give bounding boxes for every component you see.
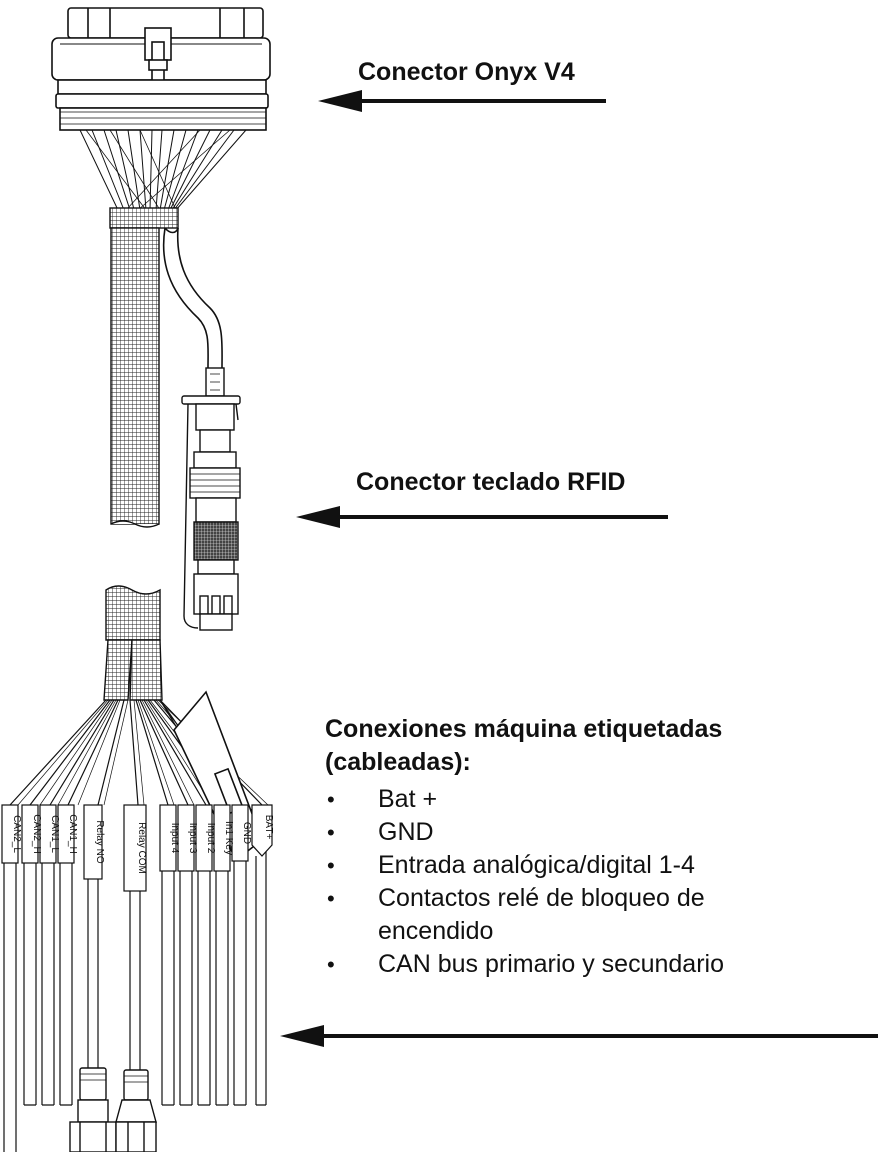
lower-braided-sleeve [103,585,163,701]
onyx-v4-connector-label: Conector Onyx V4 [358,58,575,86]
wire-label-gnd: GND [241,822,252,844]
rfid-keypad-connector [181,367,241,631]
upper-wire-fan [79,129,247,211]
wire-label-input-2: Input 2 [205,823,216,854]
connection-item: Contactos relé de bloqueo de encendido [325,882,718,948]
onyx-v4-connector [51,7,271,131]
wire-label-bat-plus: BAT+ [263,815,274,840]
wire-label-can1-h: CAN1_H [67,814,78,853]
wire-label-can2-h: CAN2_H [31,814,42,853]
machine-connections-panel: Conexiones máquina etiquetadas (cableada… [325,713,865,981]
wire-label-input-3: Input 3 [187,823,198,854]
connection-item: Entrada analógica/digital 1-4 [325,849,865,882]
connection-item: CAN bus primario y secundario [325,948,865,981]
machine-connections-title: Conexiones máquina etiquetadas (cableada… [325,715,723,776]
connection-item: GND [325,816,865,849]
rfid-keypad-connector-label: Conector teclado RFID [356,468,626,496]
wire-label-can1-l: CAN1_L [49,815,60,853]
wire-tails [3,856,266,1152]
wire-label-relay-com: Relay COM [136,822,147,874]
rfid-cable [162,227,223,369]
wire-label-relay-no: Relay NO [94,820,105,864]
machine-connections-list: Bat + GND Entrada analógica/digital 1-4 … [325,783,865,981]
connection-item: Bat + [325,783,865,816]
callout-arrows [280,90,878,1047]
relay-terminals [69,1067,157,1152]
wire-label-input-4: Input 4 [169,823,180,854]
upper-braided-sleeve [109,207,179,528]
wire-label-can2-l: CAN2_L [11,815,22,853]
wire-label-in1-key: In1 Key [223,821,234,855]
wire-tags: CAN2_L CAN2_H CAN1_L CAN1_H Relay NO Rel… [1,804,274,892]
